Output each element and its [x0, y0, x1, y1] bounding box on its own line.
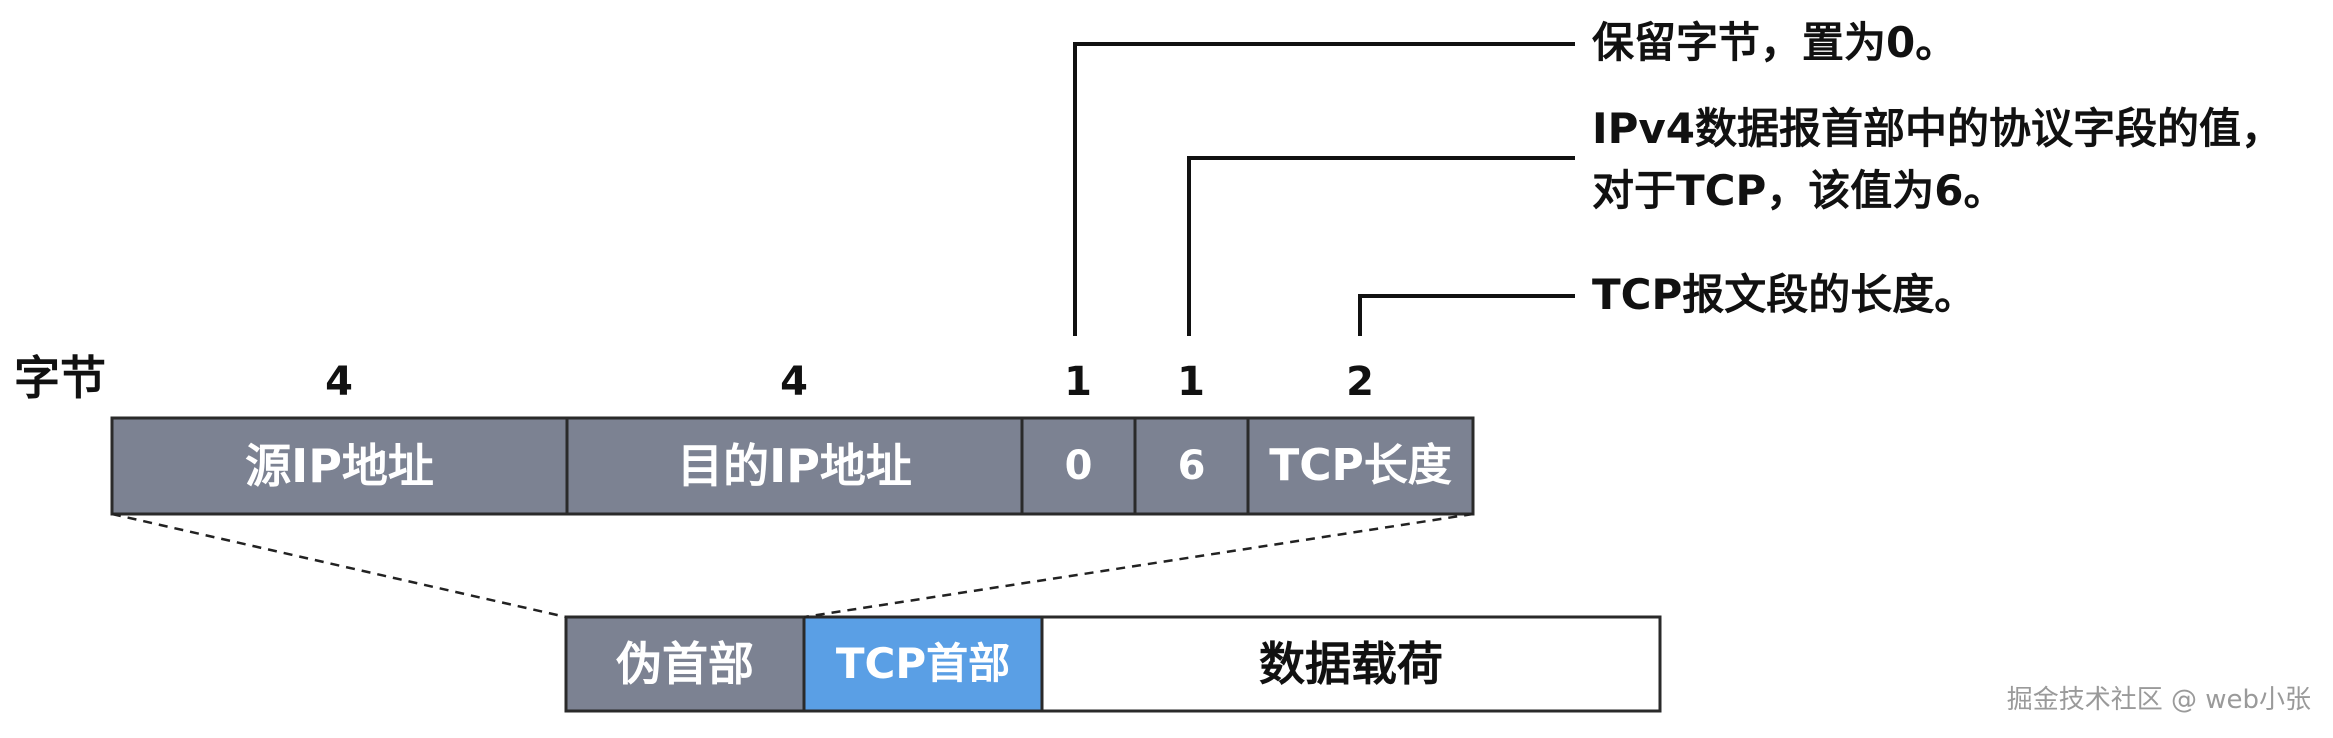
field-box-zero — [1020, 416, 1137, 516]
segment-label-pseudo-header: 伪首部 — [616, 637, 754, 691]
field-label-tcp-length: TCP长度 — [1269, 440, 1452, 491]
annotation-protocol-line1: IPv4数据报首部中的协议字段的值， — [1592, 104, 2284, 153]
bytes-label: 字节 — [14, 351, 106, 405]
leader-protocol — [1187, 156, 1575, 336]
field-box-dst-ip — [565, 416, 1024, 516]
segment-label-tcp-header: TCP首部 — [835, 639, 1011, 688]
field-label-src-ip: 源IP地址 — [245, 439, 434, 493]
segment-label-payload: 数据载荷 — [1259, 637, 1443, 691]
field-box-src-ip — [110, 416, 569, 516]
annotation-protocol-line2: 对于TCP，该值为6。 — [1592, 166, 2006, 215]
segment-box-payload — [1040, 615, 1662, 713]
watermark: 掘金技术社区 @ web小张 — [2006, 685, 2311, 715]
expand-line-right — [803, 512, 1474, 619]
byte-count-src-ip: 4 — [325, 359, 353, 405]
annotation-reserved: 保留字节，置为0。 — [1592, 18, 1958, 67]
field-label-protocol: 6 — [1177, 443, 1206, 489]
expand-line-left — [111, 512, 567, 619]
leader-length — [1358, 294, 1575, 336]
byte-count-tcp-length: 2 — [1346, 359, 1374, 405]
segment-box-tcp-header — [802, 615, 1044, 713]
byte-count-protocol: 1 — [1177, 359, 1205, 405]
field-label-zero: 0 — [1064, 443, 1093, 489]
annotation-length: TCP报文段的长度。 — [1592, 270, 1977, 319]
byte-count-zero: 1 — [1064, 359, 1092, 405]
leader-reserved — [1073, 42, 1575, 336]
field-box-tcp-length — [1246, 416, 1475, 516]
field-label-dst-ip: 目的IP地址 — [677, 439, 912, 493]
byte-count-dst-ip: 4 — [780, 359, 808, 405]
segment-box-pseudo-header — [564, 615, 806, 713]
